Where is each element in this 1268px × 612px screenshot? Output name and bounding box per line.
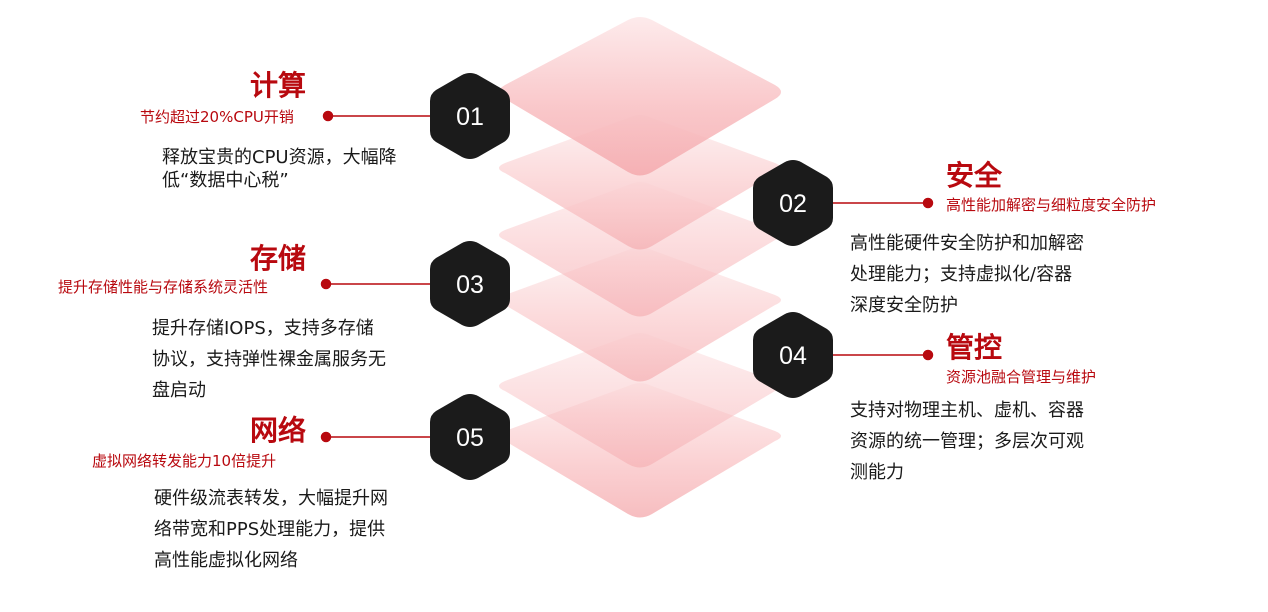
connector-dot-01	[322, 110, 334, 122]
hexagon-04	[753, 312, 833, 398]
hexagon-number-03: 03	[456, 271, 484, 299]
desc-compute: 释放宝贵的CPU资源，大幅降 低“数据中心税”	[162, 142, 397, 196]
hexagon-02	[753, 160, 833, 246]
hexagon-number-04: 04	[779, 342, 807, 370]
layer-1	[499, 115, 781, 250]
hexagon-number-01: 01	[456, 103, 484, 131]
subtitle-security: 高性能加解密与细粒度安全防护	[946, 196, 1157, 214]
connector-dot-04	[922, 349, 934, 361]
connector-dot-05	[320, 431, 332, 443]
hexagon-01	[430, 73, 510, 159]
desc-line: 支持对物理主机、虚机、容器	[850, 400, 1084, 421]
desc-line: 盘启动	[152, 380, 206, 401]
title-storage: 存储	[250, 242, 307, 275]
desc-network: 硬件级流表转发，大幅提升网 络带宽和PPS处理能力，提供 高性能虚拟化网络	[154, 483, 388, 576]
desc-storage: 提升存储IOPS，支持多存储 协议，支持弹性裸金属服务无 盘启动	[152, 313, 386, 406]
desc-line: 资源的统一管理；多层次可观	[850, 431, 1084, 452]
desc-line: 释放宝贵的CPU资源，大幅降	[162, 147, 397, 168]
desc-management: 支持对物理主机、虚机、容器 资源的统一管理；多层次可观 测能力	[850, 395, 1084, 488]
desc-line: 处理能力；支持虚拟化/容器	[850, 264, 1073, 285]
connector-dot-03	[320, 278, 332, 290]
hexagon-03	[430, 241, 510, 327]
subtitle-compute: 节约超过20%CPU开销	[140, 108, 294, 126]
desc-line: 高性能虚拟化网络	[154, 550, 298, 571]
desc-line: 协议，支持弹性裸金属服务无	[152, 349, 386, 370]
title-compute: 计算	[250, 69, 307, 102]
title-network: 网络	[250, 414, 307, 447]
subtitle-management: 资源池融合管理与维护	[946, 368, 1097, 386]
desc-line: 深度安全防护	[850, 295, 958, 316]
title-security: 安全	[946, 159, 1003, 192]
layer-4	[499, 333, 781, 468]
desc-line: 高性能硬件安全防护和加解密	[850, 233, 1084, 254]
subtitle-storage: 提升存储性能与存储系统灵活性	[58, 278, 269, 296]
desc-line: 低“数据中心税”	[162, 170, 289, 191]
desc-security: 高性能硬件安全防护和加解密 处理能力；支持虚拟化/容器 深度安全防护	[850, 228, 1084, 321]
subtitle-network: 虚拟网络转发能力10倍提升	[92, 452, 277, 470]
connector-dot-02	[922, 197, 934, 209]
hexagon-05	[430, 394, 510, 480]
desc-line: 提升存储IOPS，支持多存储	[152, 318, 374, 339]
desc-line: 测能力	[850, 462, 904, 483]
title-management: 管控	[946, 331, 1003, 364]
hexagon-number-02: 02	[779, 190, 807, 218]
hexagon-number-05: 05	[456, 424, 484, 452]
layer-0	[499, 17, 781, 176]
desc-line: 硬件级流表转发，大幅提升网	[154, 488, 388, 509]
desc-line: 络带宽和PPS处理能力，提供	[154, 519, 386, 540]
